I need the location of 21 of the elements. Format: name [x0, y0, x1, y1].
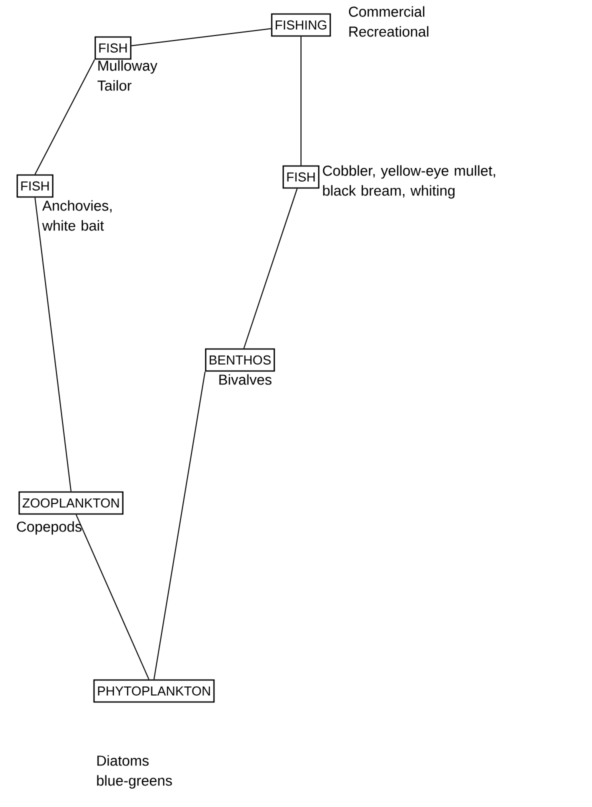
species-label: Diatoms blue-greens: [97, 755, 172, 789]
label-box: BENTHOS: [205, 348, 275, 372]
connector-line: [34, 59, 96, 175]
species-label: Anchovies, white bait: [42, 200, 112, 231]
species-label: Copepods: [16, 521, 82, 535]
label-box: FISHING: [271, 13, 331, 37]
species-label: Commercial Recreational: [348, 6, 428, 37]
label-box: ZOOPLANKTON: [18, 491, 124, 515]
species-label: Mulloway Tailor: [98, 60, 158, 91]
connector-line: [34, 197, 72, 492]
label-box: FISH: [282, 165, 320, 189]
connector-line: [130, 28, 272, 46]
species-label: Cobbler, yellow-eye mullet, black bream, whiting: [322, 165, 496, 199]
connector-line: [243, 188, 298, 349]
label-box: PHYTOPLANKTON: [93, 679, 215, 703]
species-label: Bivalves: [219, 374, 272, 385]
connector-line: [154, 371, 206, 680]
connector-line: [300, 36, 302, 166]
label-box: FISH: [16, 174, 54, 198]
label-box: FISH: [94, 36, 132, 60]
connector-line: [76, 514, 150, 680]
